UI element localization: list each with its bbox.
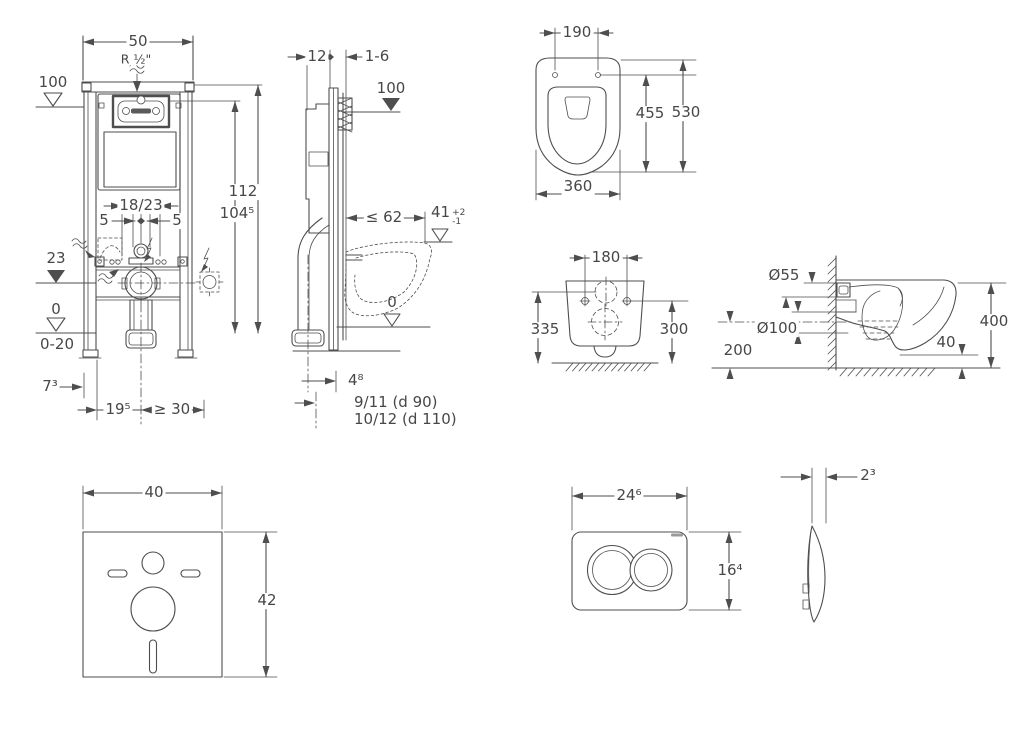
wc-rear-view <box>531 254 689 372</box>
dim-rim-41-value: 41 <box>431 203 451 221</box>
dim-195: 19⁵ <box>103 400 133 419</box>
dim-height-112: 112 <box>226 182 260 201</box>
dim-floor-range: 0-20 <box>39 335 75 354</box>
half-flush-button <box>629 548 673 592</box>
dim-level-0-front: 0 <box>51 300 61 319</box>
dim-outlet-d100: Ø100 <box>754 319 800 338</box>
dim-finish-16: 1-6 <box>362 47 392 66</box>
dim-level-0-side: 0 <box>387 293 397 312</box>
dim-depth-12: 12 <box>305 47 329 66</box>
dim-48: 4⁸ <box>348 371 364 390</box>
dim-level-100-side: 100 <box>376 79 406 98</box>
dim-depth-530: 530 <box>669 103 703 122</box>
frame-front-view <box>35 35 263 425</box>
dim-inlet-d55: Ø55 <box>768 266 800 285</box>
dim-supply-1823: 18/23 <box>117 196 165 215</box>
mains-socket-outline <box>195 267 224 297</box>
dim-plate-thickness: 2³ <box>860 466 876 485</box>
water-supply-icon <box>129 63 145 92</box>
flush-plate-view <box>571 486 742 611</box>
dim-level-23: 23 <box>46 249 66 268</box>
dim-width-360: 360 <box>561 177 595 196</box>
power-option-icon <box>144 237 210 272</box>
dim-height-104: 104⁵ <box>217 204 257 223</box>
dim-level-100-front: 100 <box>38 73 68 92</box>
dim-offset-5-right: 5 <box>170 211 184 230</box>
dim-height-200: 200 <box>721 341 755 360</box>
dim-plate-width: 24⁶ <box>614 486 644 505</box>
dim-mat-width: 40 <box>142 483 166 502</box>
dim-73: 7³ <box>42 377 58 396</box>
dim-outlet-9-11: 9/11 (d 90) <box>354 393 438 412</box>
dim-plate-height: 16⁴ <box>715 561 745 580</box>
dim-mat-height: 42 <box>255 591 279 610</box>
dim-height-335: 335 <box>528 320 562 339</box>
dim-frame-width: 50 <box>126 32 150 51</box>
dim-min30: ≥ 30 <box>151 400 193 419</box>
full-flush-button <box>586 544 638 596</box>
dim-rim-41-tolerance: +2-1 <box>452 209 465 227</box>
water-supply-icon <box>71 238 119 284</box>
frame-side-view <box>287 49 453 429</box>
dim-clear-40: 40 <box>936 333 956 352</box>
wc-top-view <box>535 27 697 201</box>
flush-plate-profile-view <box>780 467 858 623</box>
dim-depth-455: 455 <box>633 104 667 123</box>
dim-seat-190: 190 <box>560 23 594 42</box>
dim-rim-41: 41+2-1 <box>429 203 467 227</box>
wc-wall-side-view <box>711 255 1007 379</box>
insulation-mat-view <box>82 485 278 678</box>
tolerance-minus: -1 <box>452 217 462 227</box>
dim-height-400: 400 <box>977 312 1011 331</box>
dim-height-300: 300 <box>657 320 691 339</box>
dim-outlet-10-12: 10/12 (d 110) <box>354 410 457 429</box>
tolerance-plus: +2 <box>452 208 466 218</box>
wc-pan-outline-dotted <box>344 241 432 317</box>
geberit-logo-mark <box>671 533 683 537</box>
dim-max-62: ≤ 62 <box>363 208 405 227</box>
dim-bolts-180: 180 <box>589 248 623 267</box>
dim-thread: R ½" <box>118 51 154 67</box>
dim-offset-5-left: 5 <box>97 211 111 230</box>
